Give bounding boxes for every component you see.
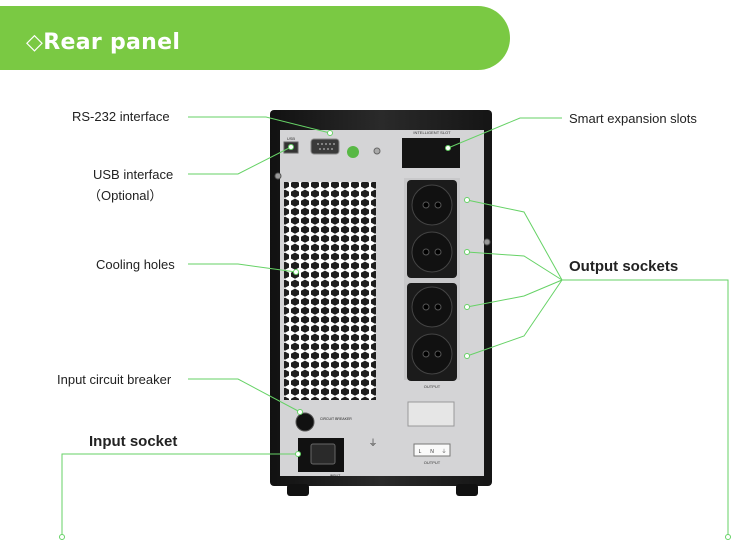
terminal-cover xyxy=(407,401,455,427)
terminal-n-label: N xyxy=(430,449,434,455)
output-leader-3 xyxy=(466,279,563,308)
smart-slots-leader xyxy=(447,117,562,149)
output-leader-drop xyxy=(562,279,729,537)
cooling-holes-grid xyxy=(284,182,376,400)
foot-left xyxy=(287,484,309,496)
cooling-callout: Cooling holes xyxy=(96,257,175,272)
input-socket-leader xyxy=(61,453,298,537)
foot-right xyxy=(456,484,478,496)
output-leader-1 xyxy=(466,199,563,281)
usb-leader xyxy=(188,146,292,175)
input-socket-callout: Input socket xyxy=(89,433,178,450)
rs232-port xyxy=(310,138,340,155)
cooling-leader xyxy=(188,263,297,273)
output-label: OUTPUT xyxy=(424,384,441,389)
header-title-text: Rear panel xyxy=(43,30,181,55)
input-label: INPUT xyxy=(330,474,341,478)
output-socket-group-2 xyxy=(407,283,457,381)
header-title: ◇Rear panel xyxy=(26,30,180,55)
terminal-l-label: L xyxy=(419,449,422,455)
output-leader-4 xyxy=(466,279,563,357)
certification-badge xyxy=(347,146,359,158)
input-rating: 10A max xyxy=(328,478,342,482)
output-leader-2 xyxy=(466,251,563,281)
input-socket-inner xyxy=(310,443,336,465)
screw xyxy=(274,172,282,180)
output-terminal xyxy=(413,443,451,457)
screw xyxy=(483,238,491,246)
breaker-callout: Input circuit breaker xyxy=(57,372,172,387)
output-socket-group-1 xyxy=(407,180,457,278)
slot-label: INTELLIGENT SLOT xyxy=(413,130,451,135)
usb-port-label: USB xyxy=(287,136,296,141)
diamond-outline-icon: ◇ xyxy=(26,30,44,55)
rs232-callout: RS-232 interface xyxy=(72,109,170,124)
terminal-ground-icon: ⏚ xyxy=(441,448,446,455)
usb-callout: USB interface xyxy=(93,167,174,182)
circuit-breaker-knob xyxy=(295,412,315,432)
breaker-leader xyxy=(188,378,301,413)
smart-slots-callout: Smart expansion slots xyxy=(569,111,697,126)
usb-optional-note: （Optional） xyxy=(88,188,163,203)
ground-icon: ⏚ xyxy=(368,438,377,449)
smart-expansion-slot xyxy=(402,138,460,168)
screw xyxy=(373,147,381,155)
rs232-leader xyxy=(188,116,331,134)
output-sockets-callout: Output sockets xyxy=(569,258,679,275)
terminal-caption: OUTPUT xyxy=(424,460,441,465)
breaker-label: CIRCUIT BREAKER xyxy=(320,417,352,421)
header-banner: ◇Rear panel xyxy=(0,6,510,70)
